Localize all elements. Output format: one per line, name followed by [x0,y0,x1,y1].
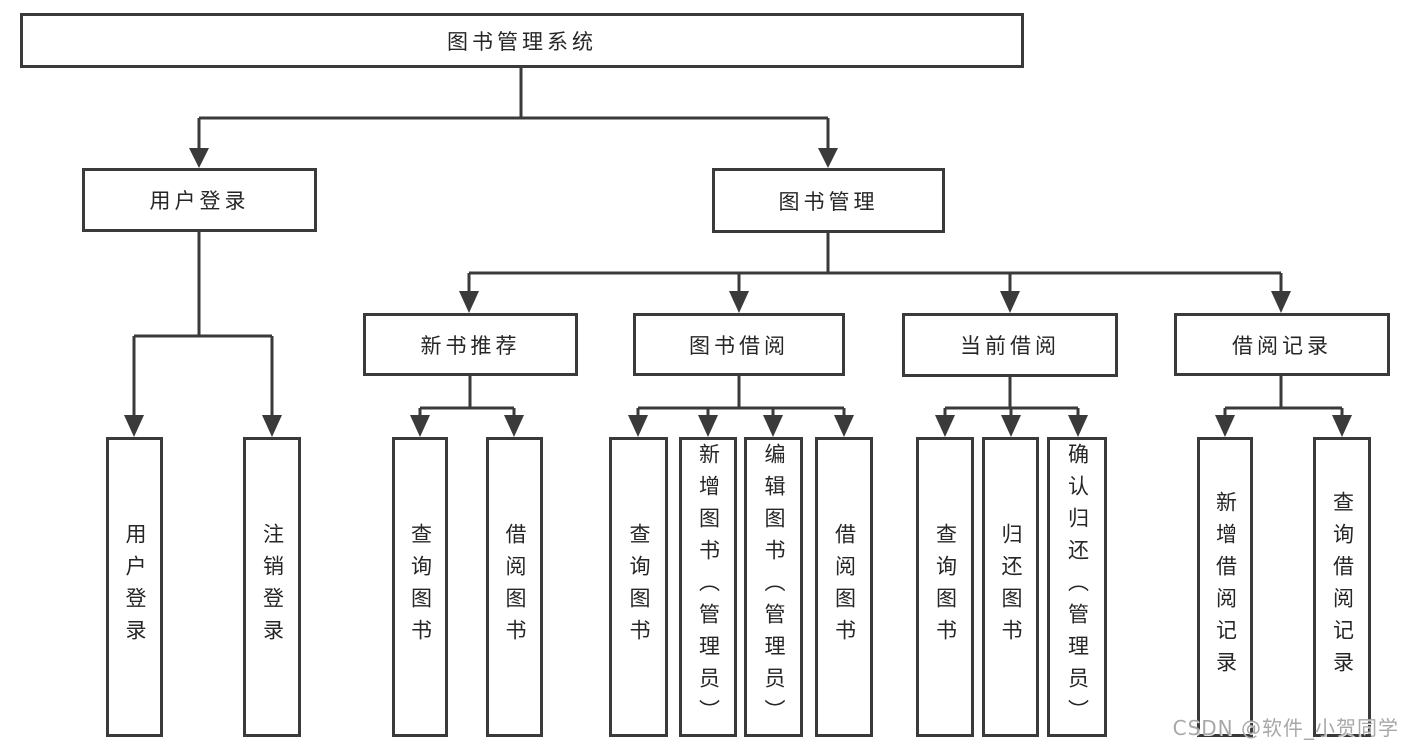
leaf-query-borrow-record: 查询借阅记录 [1313,437,1371,737]
leaf-current-query-books: 查询图书 [916,437,974,737]
connector-book-mgmt [459,233,1291,313]
leaf-add-books-admin: 新增图书（管理员） [679,437,737,737]
node-book-borrowing: 图书借阅 [633,313,845,376]
leaf-user-login: 用户登录 [106,437,163,737]
node-user-login: 用户登录 [82,168,317,232]
node-root-system: 图书管理系统 [20,13,1024,68]
leaf-return-books: 归还图书 [982,437,1039,737]
leaf-edit-books-admin: 编辑图书（管理员） [744,437,803,737]
leaf-confirm-return-admin: 确认归还（管理员） [1047,437,1107,737]
leaf-borrow-books: 借阅图书 [815,437,873,737]
leaf-newrec-query-books: 查询图书 [392,437,448,737]
leaf-newrec-borrow-books: 借阅图书 [486,437,543,737]
leaf-borrow-query-books: 查询图书 [609,437,668,737]
connector-new-book-rec [410,376,524,437]
node-book-management: 图书管理 [712,168,945,233]
leaf-add-borrow-record: 新增借阅记录 [1197,437,1253,737]
node-new-book-recommend: 新书推荐 [363,313,578,376]
leaf-logout: 注销登录 [243,437,301,737]
connector-root [189,68,838,168]
csdn-watermark: CSDN @软件_小贺同学 [1172,716,1399,740]
connector-user-login [124,232,282,437]
connector-current-borrow [935,376,1088,437]
connector-book-borrow [628,376,854,437]
node-borrowing-records: 借阅记录 [1174,313,1390,376]
node-current-borrowing: 当前借阅 [902,313,1118,377]
connector-borrow-records [1215,376,1352,437]
